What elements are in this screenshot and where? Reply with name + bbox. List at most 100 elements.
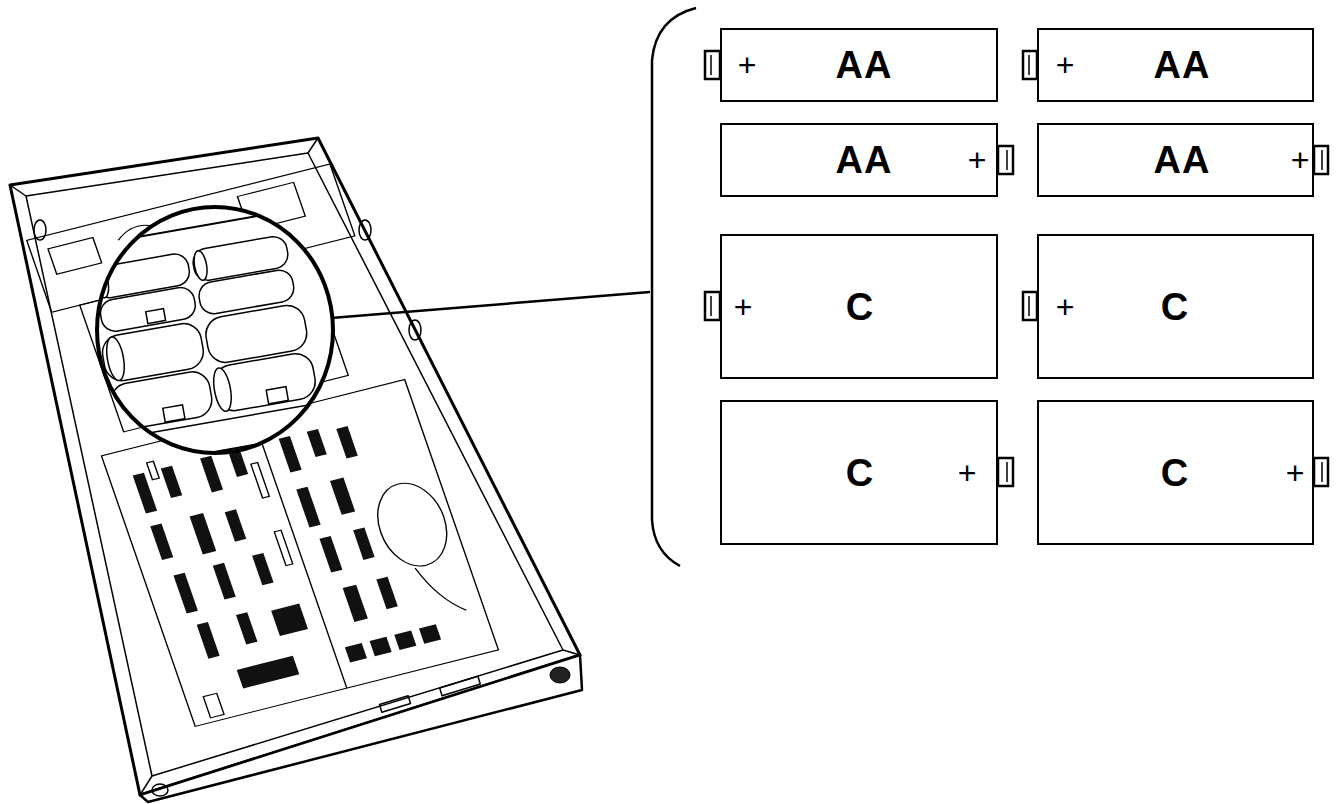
magnifier [98,393,374,442]
battery-box: + AA [1037,28,1314,102]
battery-size: AA [1154,46,1211,84]
circuit-board [203,693,224,718]
circuit-board [345,643,367,662]
circuit-board [213,563,236,600]
circuit-board [274,530,292,565]
circuit-board [279,436,302,473]
circuit-board [307,429,327,457]
circuit-board [319,536,342,573]
battery-box: C+ [1037,400,1314,545]
magnifier [64,201,379,471]
circuit-board [419,624,441,643]
polarity-mark: + [734,291,753,323]
polarity-mark: + [1056,49,1075,81]
circuit-board [253,418,347,688]
terminal-cap [710,296,712,316]
magnifier [266,387,288,404]
battery-size: AA [836,46,893,84]
circuit-board [150,523,173,560]
circuit-board [133,473,157,514]
terminal-cap [1006,462,1008,482]
terminal-cap [1028,55,1030,75]
housing [140,655,582,802]
leader-bracket [652,8,696,566]
circuit-board [370,637,392,656]
battery-terminal [1023,292,1037,320]
circuit-board [225,509,246,541]
circuit-board [161,466,182,498]
battery-terminal [705,292,720,320]
magnifier [146,309,166,324]
magnifier [64,201,379,471]
circuit-board [133,417,441,698]
housing [440,676,481,695]
battery-terminal [705,51,720,79]
housing [409,320,421,340]
terminal-cap [1321,462,1323,482]
circuit-board [367,476,458,573]
circuit-board [252,553,273,585]
terminal-cap [1006,150,1008,170]
leader-bracket [331,292,650,318]
polarity-mark: + [1056,291,1075,323]
circuit-board [236,612,257,644]
battery-terminal [998,146,1013,174]
circuit-board [190,513,217,554]
housing [10,185,26,196]
battery-box: AA + [720,123,998,197]
circuit-board [296,487,320,528]
circuit-board [200,456,223,493]
polarity-mark: + [738,49,757,81]
circuit-board [343,585,368,622]
battery-size: C [1161,288,1189,326]
circuit-board [27,164,499,726]
housing [379,696,410,712]
housing [152,784,168,796]
battery-size: AA [1154,141,1211,179]
terminal-cap [1321,150,1323,170]
housing [359,220,371,240]
housing [26,153,563,776]
circuit-board [415,560,466,619]
housing [563,650,580,655]
battery-size: AA [836,141,893,179]
housing [140,776,152,795]
polarity-mark: + [958,457,977,489]
leader-bracket [331,8,696,566]
magnifier [192,250,209,282]
polarity-mark: + [968,144,987,176]
battery-box: C+ [720,400,998,545]
circuit-board [336,426,357,458]
housing [550,667,570,683]
circuit-board [173,573,197,614]
circuit-board [27,164,499,726]
magnifier [97,207,333,453]
housing [308,138,318,153]
battery-terminal [998,458,1013,486]
circuit-board [48,238,102,275]
circuit-board [376,577,397,609]
battery-terminal [1023,51,1037,79]
battery-size: C [846,454,874,492]
circuit-board [197,622,220,659]
magnifier [104,336,127,382]
housing [10,138,582,802]
battery-size: C [846,288,874,326]
magnifier [64,201,379,471]
polarity-mark: + [1286,457,1305,489]
battery-terminal [1314,146,1328,174]
circuit-board [237,656,300,689]
polarity-mark: + [1291,144,1310,176]
circuit-board [394,631,416,650]
battery-box: +C [1037,234,1314,379]
circuit-board [330,478,355,515]
battery-terminal [1314,458,1328,486]
circuit-board [353,527,374,559]
terminal-cap [1028,296,1030,316]
circuit-board [147,461,160,480]
battery-box: + AA [720,28,998,102]
battery-box: +C [720,234,998,379]
circuit-board [271,604,308,636]
battery-box: AA + [1037,123,1314,197]
magnifier [108,369,214,432]
